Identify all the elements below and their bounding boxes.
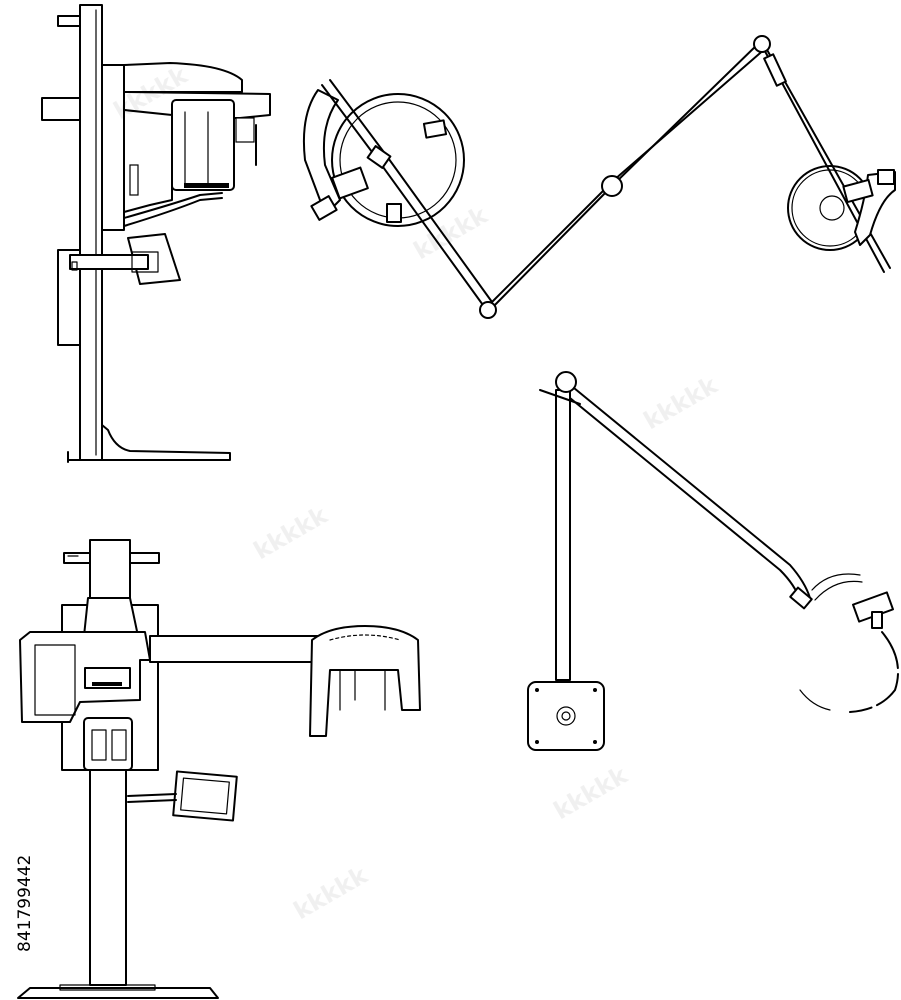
wall-lamp-arm [569, 397, 801, 601]
panoramic-xray-front-view [17, 539, 421, 999]
xray-tube-head [171, 99, 235, 191]
front-horizontal-arm [149, 635, 321, 663]
wall-lamp-head [811, 573, 861, 591]
svg-text:kkkkk: kkkkk [549, 761, 633, 826]
svg-text:kkkkk: kkkkk [249, 501, 333, 566]
xray-top-handle [57, 15, 81, 27]
ceiling-dental-lamp-top-view [302, 35, 896, 319]
lamp-arm-joint-top [753, 35, 771, 53]
lamp-yoke-left [302, 89, 341, 211]
svg-text:kkkkk: kkkkk [639, 371, 723, 436]
front-main-column [89, 769, 127, 986]
lamp-arm-joint-low [479, 301, 497, 319]
lamp-arm-outline [321, 41, 885, 313]
front-monitor [172, 770, 238, 822]
wall-lamp-top-joint [555, 371, 577, 393]
front-chin-rest [83, 717, 133, 771]
stock-id-label: 841799442 [15, 855, 35, 952]
lamp-ring-left-outer [331, 93, 465, 227]
xray-rear-block [41, 97, 81, 121]
stock-id-text: 841799442 [15, 855, 35, 952]
xray-carriage [101, 64, 125, 231]
xray-lower-housing [57, 249, 81, 346]
front-right-head [309, 625, 421, 737]
panoramic-xray-side-view [41, 4, 271, 463]
svg-text:kkkkk: kkkkk [409, 201, 493, 266]
xray-base [67, 424, 231, 461]
svg-text:kkkkk: kkkkk [289, 861, 373, 926]
wall-dental-lamp-side-view [527, 371, 899, 751]
xray-head-housing [123, 62, 243, 93]
wall-mount-plate [527, 681, 605, 751]
xray-side-handle [69, 254, 149, 270]
lamp-handle-left [331, 166, 369, 200]
xray-column [79, 4, 103, 461]
lamp-arm-joint-mid [601, 175, 623, 197]
wall-lamp-post [555, 389, 571, 681]
